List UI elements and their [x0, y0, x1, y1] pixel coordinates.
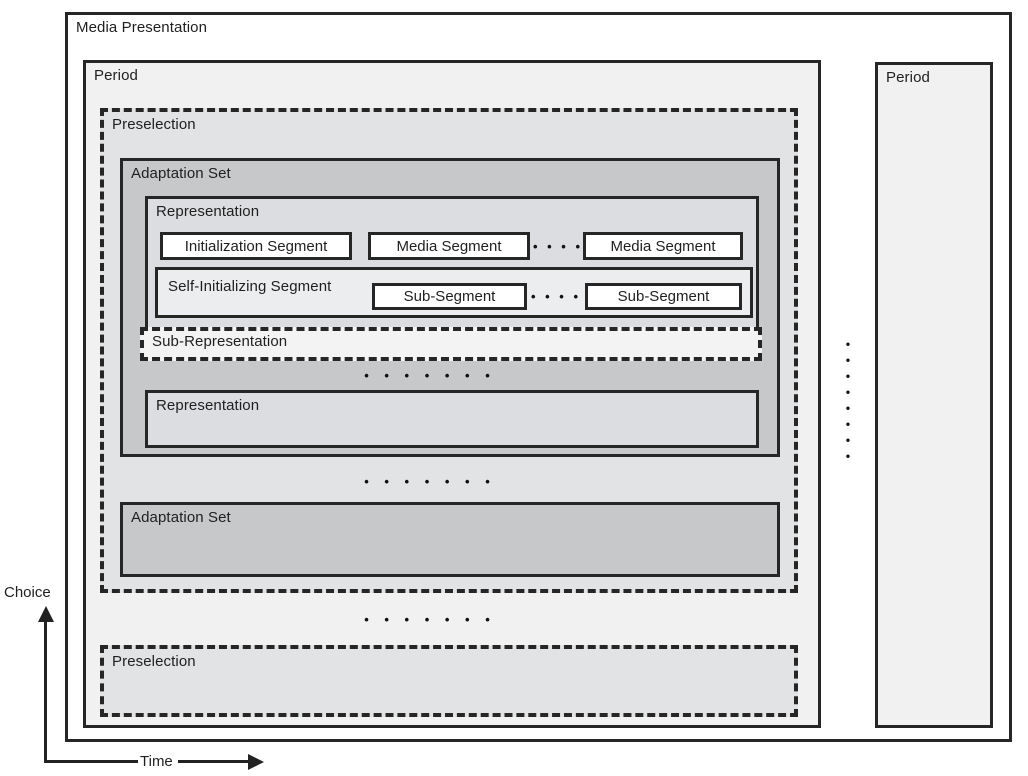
adaptation-set-label-1: Adaptation Set [131, 165, 231, 182]
media-segment-ellipsis: • • • • [532, 238, 584, 254]
more-preselections-ellipsis: • • • • • • • [364, 611, 496, 627]
preselection-label-2: Preselection [112, 653, 196, 670]
initialization-segment-box: Initialization Segment [160, 232, 352, 260]
sub-representation-label: Sub-Representation [152, 333, 288, 350]
media-segment-box-2: Media Segment [583, 232, 743, 260]
time-axis-label: Time [140, 753, 173, 770]
period-label: Period [94, 67, 138, 84]
period-next-label: Period [886, 69, 930, 86]
sub-representation-box: Sub-Representation [140, 327, 762, 361]
choice-axis-label: Choice [4, 584, 51, 601]
adaptation-set-label-2: Adaptation Set [131, 509, 231, 526]
more-periods-ellipsis: • • • • • • • • [845, 337, 851, 463]
sub-segment-ellipsis: • • • • [530, 289, 582, 304]
choice-axis-line [44, 620, 47, 763]
representation-label-2: Representation [156, 397, 260, 414]
sub-segment-box-1: Sub-Segment [372, 283, 527, 310]
choice-axis-arrowhead-icon [38, 606, 54, 622]
representation-label-1: Representation [156, 203, 260, 220]
media-segment-box-1: Media Segment [368, 232, 530, 260]
sub-segment-box-2: Sub-Segment [585, 283, 742, 310]
more-representations-ellipsis: • • • • • • • [364, 367, 496, 383]
preselection-box-2: Preselection [100, 645, 798, 717]
more-adaptation-sets-ellipsis: • • • • • • • [364, 473, 496, 489]
time-axis-arrowhead-icon [248, 753, 264, 770]
adaptation-set-box-2: Adaptation Set [120, 502, 780, 577]
period-box-next: Period [875, 62, 993, 728]
media-presentation-label: Media Presentation [76, 19, 208, 36]
time-axis-line-right [178, 760, 248, 763]
self-initializing-segment-label: Self-Initializing Segment [168, 278, 332, 295]
preselection-label-1: Preselection [112, 116, 196, 133]
representation-box-2: Representation [145, 390, 759, 448]
time-axis-line-left [44, 760, 138, 763]
